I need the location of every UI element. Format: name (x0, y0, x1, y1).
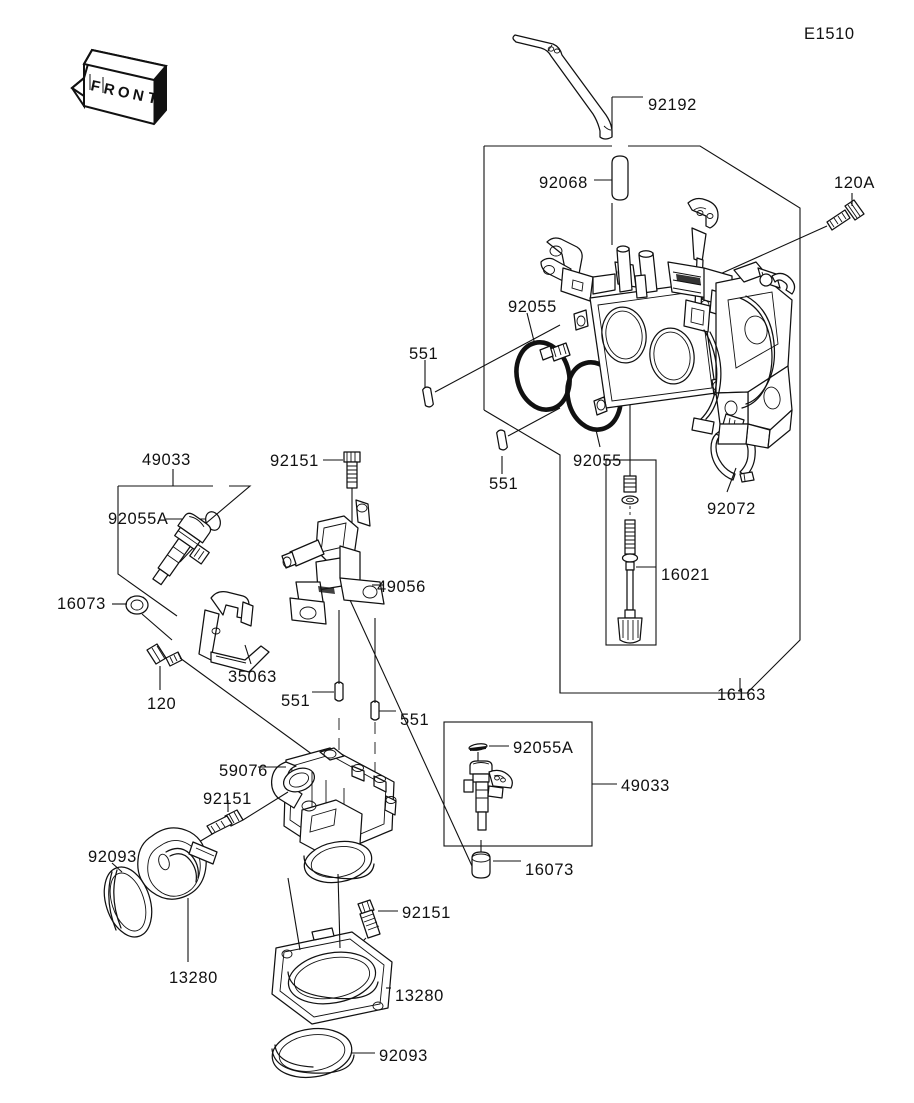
lbl-49056: 49056 (377, 578, 426, 596)
lbl-16021: 16021 (661, 566, 710, 584)
lbl-551-c: 551 (281, 692, 311, 710)
lbl-551-mid: 551 (489, 475, 519, 493)
svg-text:T: T (146, 89, 159, 108)
lbl-92072: 92072 (707, 500, 756, 518)
lbl-49033-b: 49033 (621, 777, 670, 795)
part-16073-insulator-lower (471, 851, 491, 879)
part-92068-plug (611, 155, 629, 201)
part-49033-injector-upper (152, 512, 212, 586)
part-551-pin-b (496, 429, 508, 451)
group-outline-16021 (605, 459, 657, 646)
part-92151-bolt-left (206, 809, 244, 835)
part-551-pin-c (334, 681, 344, 702)
part-35063-stay (198, 591, 270, 673)
lbl-92192: 92192 (648, 96, 697, 114)
lbl-120: 120 (147, 695, 177, 713)
part-120A-bolt (826, 199, 865, 231)
part-49033-injector-lower (463, 760, 513, 831)
svg-text:N: N (131, 86, 145, 105)
lbl-16163: 16163 (717, 686, 766, 704)
svg-text:O: O (116, 83, 131, 102)
lbl-92151-a: 92151 (270, 452, 319, 470)
part-92151-bolt-right (357, 899, 381, 939)
lbl-92055-top: 92055 (508, 298, 557, 316)
part-92055A-o-ring-lower (468, 743, 488, 751)
part-49056-fuel-pipe (281, 499, 385, 625)
lbl-13280-b: 13280 (395, 987, 444, 1005)
lbl-16073-a: 16073 (57, 595, 106, 613)
part-13280-holder-lower (271, 927, 393, 1025)
lbl-92055A-a: 92055A (108, 510, 169, 528)
part-16163-throttle-body (539, 197, 796, 449)
lbl-551-d: 551 (400, 711, 430, 729)
svg-text:F: F (89, 77, 102, 96)
lbl-92151-b: 92151 (203, 790, 252, 808)
lbl-92068: 92068 (539, 174, 588, 192)
part-92192-hose (512, 34, 613, 140)
svg-text:R: R (102, 80, 116, 99)
group-outline-16163 (483, 145, 801, 694)
lbl-49033-a: 49033 (142, 451, 191, 469)
part-16021-pilot-screw (617, 475, 643, 644)
part-120-bolt (146, 643, 183, 667)
lbl-92093-b: 92093 (379, 1047, 428, 1065)
part-92151-bolt-upper (343, 451, 361, 489)
part-551-pin-d (370, 700, 380, 721)
lbl-551-left: 551 (409, 345, 439, 363)
lbl-92093-a: 92093 (88, 848, 137, 866)
lbl-16073-b: 16073 (525, 861, 574, 879)
lbl-92151-c: 92151 (402, 904, 451, 922)
lbl-120A: 120A (834, 174, 875, 192)
part-13280-holder-left (137, 827, 218, 900)
lbl-92055A-b: 92055A (513, 739, 574, 757)
lbl-35063: 35063 (228, 668, 277, 686)
front-orientation-marker: F R O N T (62, 44, 174, 136)
part-59076-holder (271, 747, 397, 884)
lbl-59076: 59076 (219, 762, 268, 780)
part-551-pin-a (422, 386, 434, 408)
part-92093-seal-lower (271, 1027, 355, 1079)
lbl-92055-mid: 92055 (573, 452, 622, 470)
part-16073-insulator-upper (125, 595, 149, 615)
sheet-code: E1510 (804, 25, 855, 43)
front-arrow-icon: F R O N T (70, 48, 168, 126)
lbl-13280-a: 13280 (169, 969, 218, 987)
part-92093-seal-left (103, 866, 153, 938)
